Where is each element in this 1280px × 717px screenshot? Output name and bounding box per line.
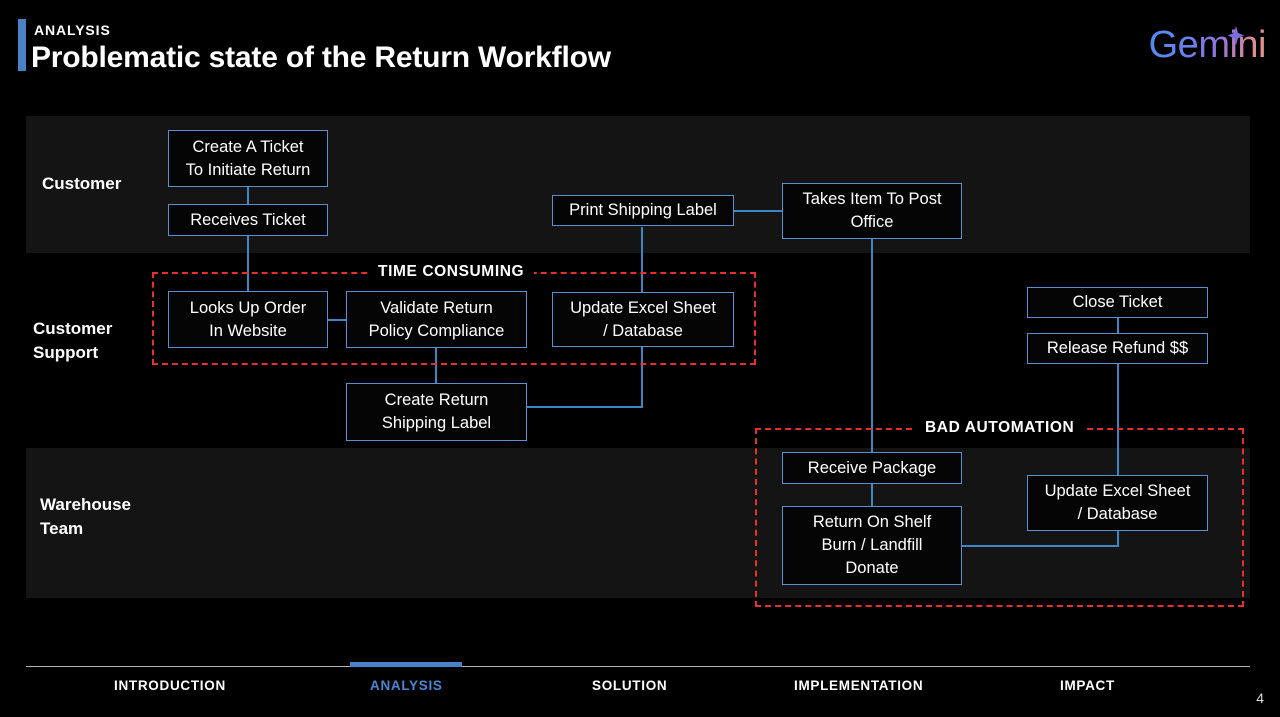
- node-looks-up-order[interactable]: Looks Up Order In Website: [168, 291, 328, 348]
- node-update-excel-left[interactable]: Update Excel Sheet / Database: [552, 292, 734, 347]
- node-create-ticket[interactable]: Create A Ticket To Initiate Return: [168, 130, 328, 187]
- nav-item-implementation[interactable]: IMPLEMENTATION: [794, 678, 924, 693]
- sparkle-icon: [1227, 25, 1245, 46]
- footer-active-indicator: [350, 662, 462, 667]
- nav-item-analysis[interactable]: ANALYSIS: [370, 678, 443, 693]
- node-receives-ticket-line1: Receives Ticket: [190, 210, 306, 229]
- connector-return-shelf-to-update-excel-right-h: [962, 545, 1119, 547]
- node-print-shipping-label-line1: Print Shipping Label: [569, 201, 717, 220]
- lane-label-warehouse-line1: Warehouse: [40, 495, 132, 514]
- node-update-excel-right-line2: / Database: [1077, 505, 1158, 523]
- connector-return-shelf-to-update-excel-right-v: [1117, 531, 1119, 547]
- title-accent-bar: [18, 19, 26, 71]
- lane-label-customer-support: Customer Support: [33, 317, 112, 365]
- node-print-shipping-label[interactable]: Print Shipping Label: [552, 195, 734, 226]
- nav-item-impact[interactable]: IMPACT: [1060, 678, 1115, 693]
- node-validate-return-policy[interactable]: Validate Return Policy Compliance: [346, 291, 527, 348]
- node-create-return-label-line2: Shipping Label: [381, 414, 492, 432]
- annotation-label-bad-automation: BAD AUTOMATION: [915, 419, 1085, 437]
- gemini-logo: Gemini: [1148, 24, 1267, 66]
- node-close-ticket-line1: Close Ticket: [1072, 293, 1163, 312]
- node-release-refund-line1: Release Refund $$: [1046, 339, 1189, 358]
- node-receive-package-line1: Receive Package: [807, 458, 937, 477]
- node-update-excel-left-line2: / Database: [603, 321, 683, 340]
- lane-label-customer-support-line1: Customer: [33, 319, 113, 338]
- node-return-on-shelf[interactable]: Return On Shelf Burn / Landfill Donate: [782, 506, 962, 585]
- connector-receive-package-to-return-shelf: [871, 484, 873, 506]
- node-takes-item-post-office-line2: Office: [850, 213, 894, 231]
- node-receive-package[interactable]: Receive Package: [782, 452, 962, 484]
- page-number: 4: [1256, 690, 1264, 706]
- node-close-ticket[interactable]: Close Ticket: [1027, 287, 1208, 318]
- connector-create-label-to-update-excel-h: [527, 406, 643, 408]
- node-return-on-shelf-line2: Burn / Landfill: [821, 536, 923, 555]
- footer-nav: INTRODUCTION ANALYSIS SOLUTION IMPLEMENT…: [26, 678, 1250, 706]
- node-create-ticket-line2: To Initiate Return: [185, 160, 311, 179]
- node-takes-item-post-office[interactable]: Takes Item To Post Office: [782, 183, 962, 239]
- node-return-on-shelf-line1: Return On Shelf: [812, 513, 932, 532]
- node-create-ticket-line1: Create A Ticket: [192, 137, 304, 156]
- connector-post-office-to-receive-package: [871, 239, 873, 453]
- connector-release-refund-to-close-ticket: [1117, 317, 1119, 334]
- node-create-return-label-line1: Create Return: [384, 391, 489, 410]
- connector-create-label-to-update-excel-v: [641, 347, 643, 407]
- node-update-excel-left-line1: Update Excel Sheet: [570, 298, 716, 317]
- node-return-on-shelf-line3: Donate: [845, 558, 899, 577]
- footer-divider: [26, 666, 1250, 667]
- section-eyebrow: ANALYSIS: [34, 22, 111, 38]
- node-release-refund[interactable]: Release Refund $$: [1027, 333, 1208, 364]
- node-takes-item-post-office-line1: Takes Item To Post: [802, 190, 942, 209]
- node-looks-up-order-line2: In Website: [209, 321, 287, 340]
- connector-print-label-to-post-office: [733, 210, 783, 212]
- connector-update-excel-to-print-label: [641, 227, 643, 292]
- nav-item-solution[interactable]: SOLUTION: [592, 678, 668, 693]
- connector-create-to-receives: [247, 186, 249, 205]
- node-update-excel-right[interactable]: Update Excel Sheet / Database: [1027, 475, 1208, 531]
- lane-label-customer: Customer: [42, 174, 122, 193]
- connector-receives-to-lookup: [247, 236, 249, 291]
- lane-label-customer-support-line2: Support: [33, 342, 99, 362]
- lane-label-warehouse-line2: Team: [40, 518, 84, 538]
- connector-update-excel-right-to-release-refund: [1117, 364, 1119, 482]
- node-looks-up-order-line1: Looks Up Order: [189, 298, 307, 317]
- connector-lookup-to-validate: [328, 319, 347, 321]
- connector-validate-to-create-label: [435, 348, 437, 384]
- node-receives-ticket[interactable]: Receives Ticket: [168, 204, 328, 236]
- node-create-return-label[interactable]: Create Return Shipping Label: [346, 383, 527, 441]
- nav-item-introduction[interactable]: INTRODUCTION: [114, 678, 226, 693]
- node-update-excel-right-line1: Update Excel Sheet: [1044, 482, 1191, 501]
- page-title: Problematic state of the Return Workflow: [31, 41, 611, 74]
- annotation-label-time-consuming: TIME CONSUMING: [368, 263, 535, 281]
- node-validate-return-policy-line1: Validate Return: [380, 298, 493, 317]
- lane-label-warehouse: Warehouse Team: [40, 493, 131, 541]
- node-validate-return-policy-line2: Policy Compliance: [368, 321, 505, 340]
